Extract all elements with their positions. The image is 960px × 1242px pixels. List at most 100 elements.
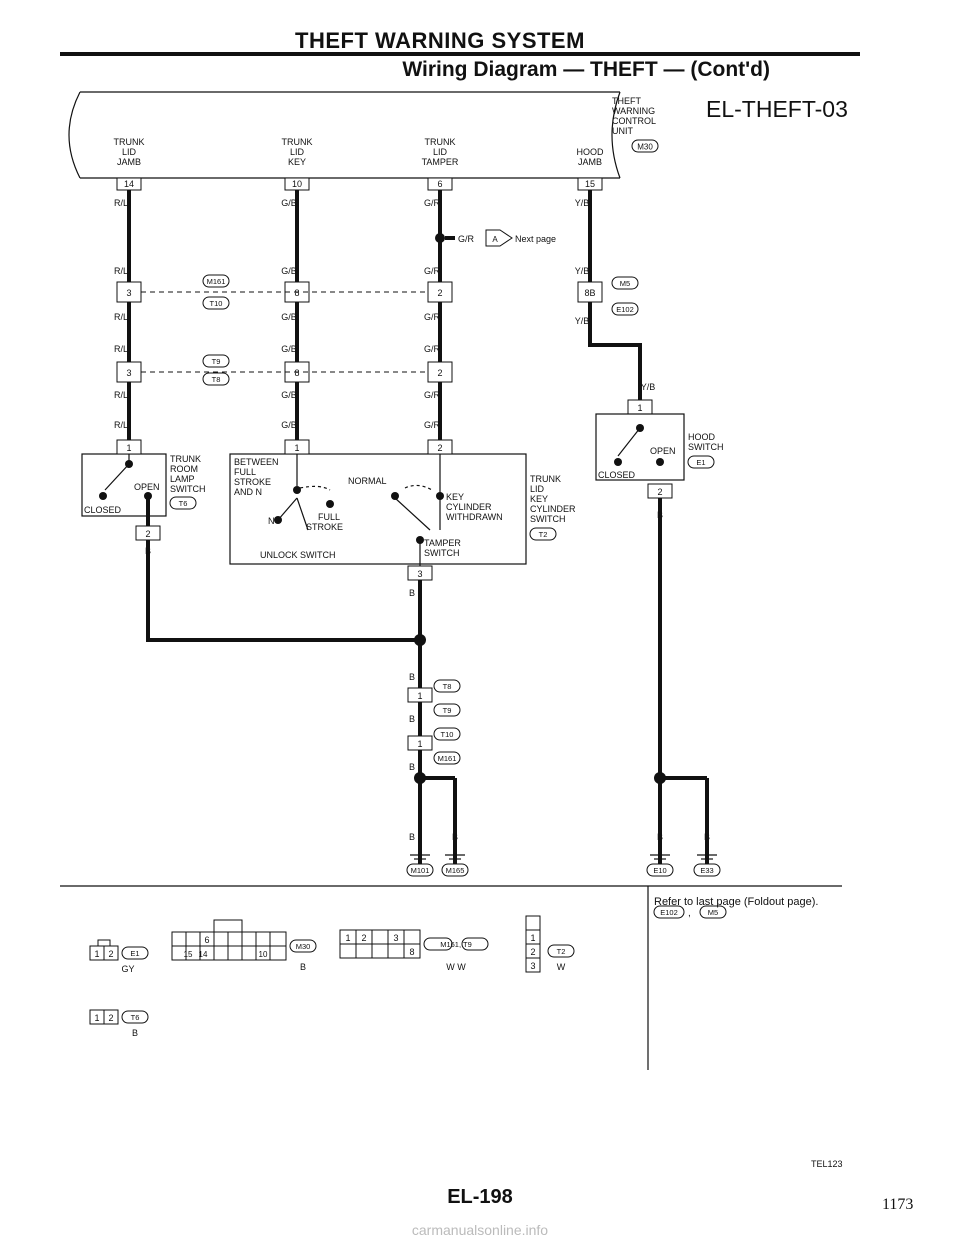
next-wire-color: G/R [458,234,475,244]
conn-oval-m101 [406,863,434,877]
pin-label-jamb-0: TRUNK [114,137,145,147]
svg-text:8: 8 [409,947,414,957]
pin-trunk-room-2: 2 [145,529,150,539]
trunk-room-name-3: SWITCH [170,484,206,494]
conn-oval-e1 [687,455,715,469]
trunk-room-blade [104,463,130,491]
pin-box-key-3 [407,565,433,581]
key-name-4: SWITCH [530,514,566,524]
wire-label-gr-a: G/R [424,198,441,208]
pin-label-key-2: KEY [288,157,306,167]
conn-m5: M5 [620,279,630,288]
diagram-code: EL-THEFT-03 [706,96,848,122]
svg-text:GY: GY [121,964,134,974]
key-between-1: FULL [234,467,256,477]
wire-label-yb-a: Y/B [575,198,590,208]
pin-key-2: 2 [437,443,442,453]
conn-oval-low-t8 [433,679,461,693]
svg-text:M30: M30 [296,942,311,951]
conn-e102: E102 [616,305,634,314]
wire-label-gr-e: G/R [424,390,441,400]
key-blade-1 [277,497,298,521]
next-page-label: Next page [515,234,556,244]
wire-label-yb-c: Y/B [575,316,590,326]
hood-closed: CLOSED [598,470,636,480]
hood-switch-box [595,413,685,481]
wire-label-gr-d: G/R [424,344,441,354]
refer-oval-m5 [699,905,727,919]
pin-box-trunk-room-2 [135,525,161,541]
wire-label-gr-c: G/R [424,312,441,322]
splice-b-main [414,634,426,646]
hood-name-1: SWITCH [688,442,724,452]
svg-text:6: 6 [204,935,209,945]
pin-trunk-room-1: 1 [126,443,131,453]
pin-box-gr-row2 [427,361,453,383]
conn-m165: M165 [446,866,465,875]
wire-label-gr-f: G/R [424,420,441,430]
svg-text:W W: W W [446,962,466,972]
conn-t6: T6 [179,499,188,508]
conn-e33: E33 [700,866,713,875]
pin-b-2: 1 [417,739,422,749]
trunk-room-contact-open [144,492,152,500]
connector-view-m30: 6 15 14 10 M30 B [171,919,317,972]
pin-10: 10 [292,179,302,189]
unit-connector-tag: M30 [631,139,659,153]
svg-text:T6: T6 [131,1013,140,1022]
pin-rl-row2: 3 [126,368,131,378]
pin-gr-row1: 2 [437,288,442,298]
key-arc-2 [404,484,433,491]
svg-text:14: 14 [199,950,208,959]
pin-box-b-1 [407,687,433,703]
next-page-letter: A [492,235,498,244]
wire-label-yb-b: Y/B [575,266,590,276]
conn-oval-e10 [646,863,674,877]
pin-15: 15 [585,179,595,189]
key-name-3: CYLINDER [530,504,576,514]
pin-6: 6 [437,179,442,189]
connector-view-m161-t9: 1 2 3 8 M161, T9 W W [339,929,489,972]
key-unlock: UNLOCK SWITCH [260,550,336,560]
splice-gr [435,233,445,243]
key-contact-full [326,500,334,508]
key-contact-tamper [416,536,424,544]
key-contact-normal [391,492,399,500]
pin-hood-2: 2 [657,487,662,497]
unit-name-1: WARNING [612,106,655,116]
wire-label-yb-d: Y/B [641,382,656,392]
conn-oval-t2 [529,527,557,541]
pin-box-trunk-room-1 [116,439,142,455]
svg-text:B: B [300,962,306,972]
wire-label-b-j: B [704,832,710,842]
svg-text:2: 2 [108,1013,113,1023]
svg-text:3: 3 [393,933,398,943]
key-n: N [268,516,275,526]
conn-e1: E1 [696,458,705,467]
key-name-2: KEY [530,494,548,504]
key-name-0: TRUNK [530,474,561,484]
title-rule [60,52,860,56]
key-between-2: STROKE [234,477,271,487]
svg-text:1: 1 [94,1013,99,1023]
wire-b-trunk [146,552,420,642]
conn-low-m161: M161 [438,754,457,763]
wire-label-gb-b: G/B [281,266,297,276]
key-switch-box [229,453,527,565]
pin-gr-row2: 2 [437,368,442,378]
pin-box-gr-row1 [427,281,453,303]
key-normal: NORMAL [348,476,387,486]
refer-oval-e102 [653,905,685,919]
conn-t10: T10 [210,299,223,308]
pin-label-hood-0: HOOD [577,147,605,157]
conn-oval-t6 [169,496,197,510]
page-subtitle: Wiring Diagram — THEFT — (Cont'd) [402,58,770,81]
conn-low-t8: T8 [443,682,452,691]
conn-t2: T2 [539,530,548,539]
hood-blade [617,427,641,457]
pin-label-tamper-1: LID [433,147,448,157]
wire-label-b-f: B [409,832,415,842]
pin-key-3: 3 [417,569,422,579]
conn-t9: T9 [212,357,221,366]
